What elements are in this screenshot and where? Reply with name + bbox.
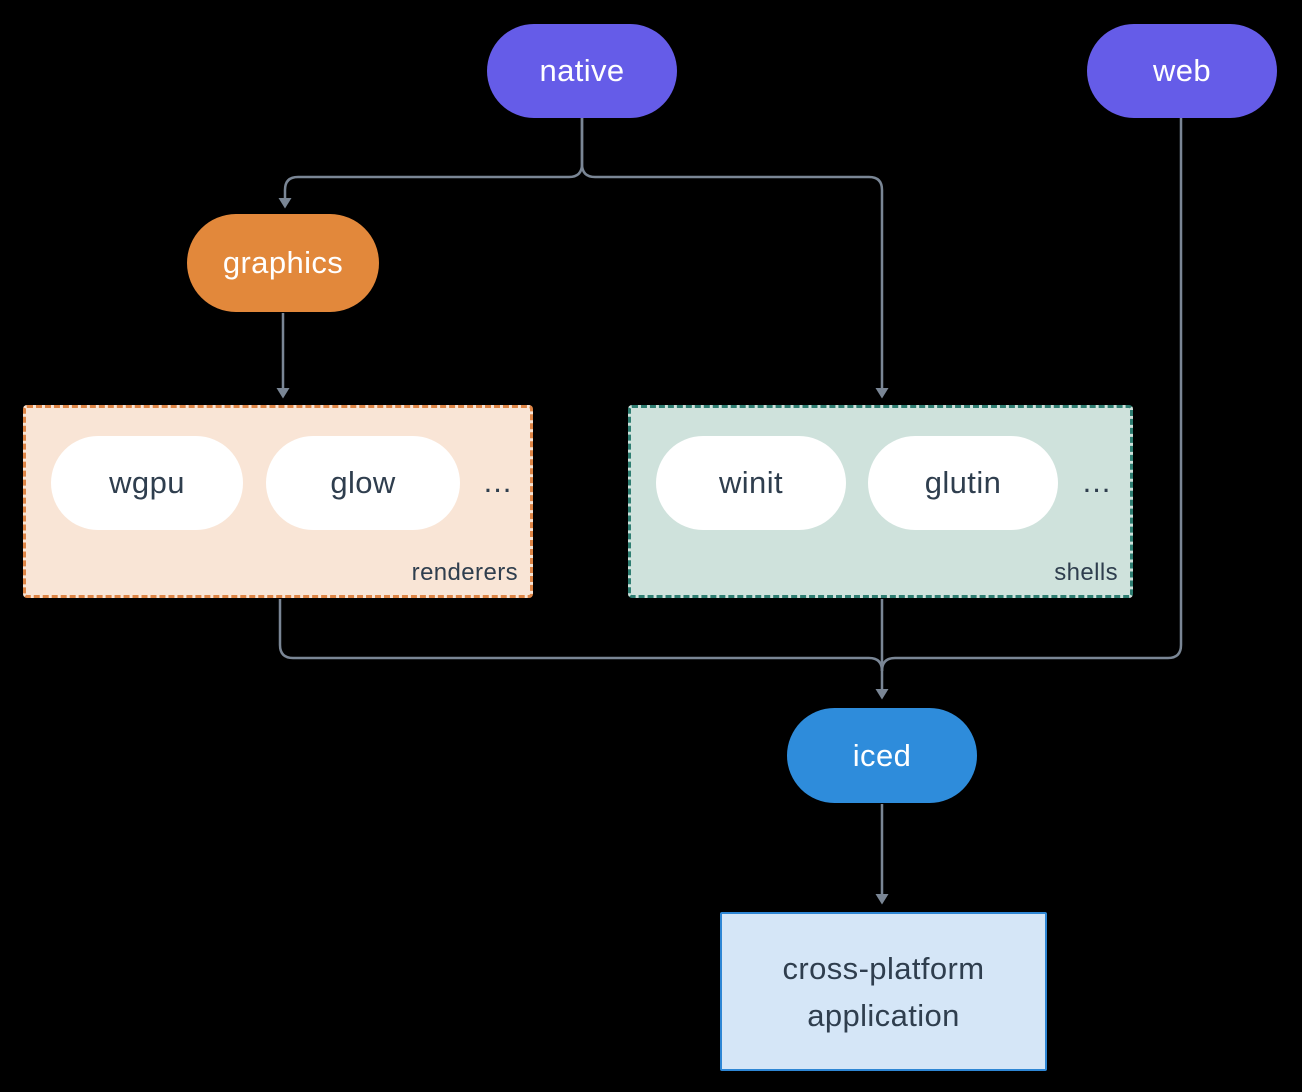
node-graphics: graphics: [187, 214, 379, 312]
node-graphics-label: graphics: [222, 245, 344, 280]
node-winit-label: winit: [718, 465, 783, 500]
app-label-line2: application: [807, 997, 960, 1033]
node-iced-label: iced: [852, 737, 912, 773]
arrowhead-icon: [278, 198, 292, 209]
node-glutin: glutin: [868, 436, 1058, 530]
node-cross-platform-application: cross-platform application: [720, 912, 1047, 1071]
node-iced: iced: [787, 708, 977, 803]
node-wgpu-label: wgpu: [109, 465, 185, 500]
edge-web-to-merge: [880, 118, 1183, 672]
arrowhead-icon: [875, 689, 889, 700]
node-winit: winit: [656, 436, 846, 530]
node-native: native: [487, 24, 677, 118]
node-web-label: web: [1152, 53, 1212, 88]
node-glutin-label: glutin: [924, 465, 1002, 500]
node-native-label: native: [539, 53, 625, 88]
node-web: web: [1087, 24, 1277, 118]
edge-native-to-graphics: [283, 118, 584, 199]
edge-native-to-shells: [580, 118, 884, 389]
renderers-ellipsis: ...: [483, 464, 513, 499]
group-renderers-label: renderers: [411, 559, 518, 586]
group-shells-label: shells: [1054, 559, 1118, 586]
shells-ellipsis: ...: [1082, 464, 1112, 499]
node-glow-label: glow: [330, 465, 396, 500]
group-shells: winit glutin ... shells: [628, 405, 1133, 598]
node-glow: glow: [266, 436, 460, 530]
node-wgpu: wgpu: [51, 436, 243, 530]
arrowhead-icon: [276, 388, 290, 399]
arrowhead-icon: [875, 388, 889, 399]
group-renderers: wgpu glow ... renderers: [23, 405, 533, 598]
app-label-line1: cross-platform: [782, 950, 985, 986]
arrowhead-icon: [875, 894, 889, 905]
edge-renderers-to-merge: [278, 599, 884, 672]
